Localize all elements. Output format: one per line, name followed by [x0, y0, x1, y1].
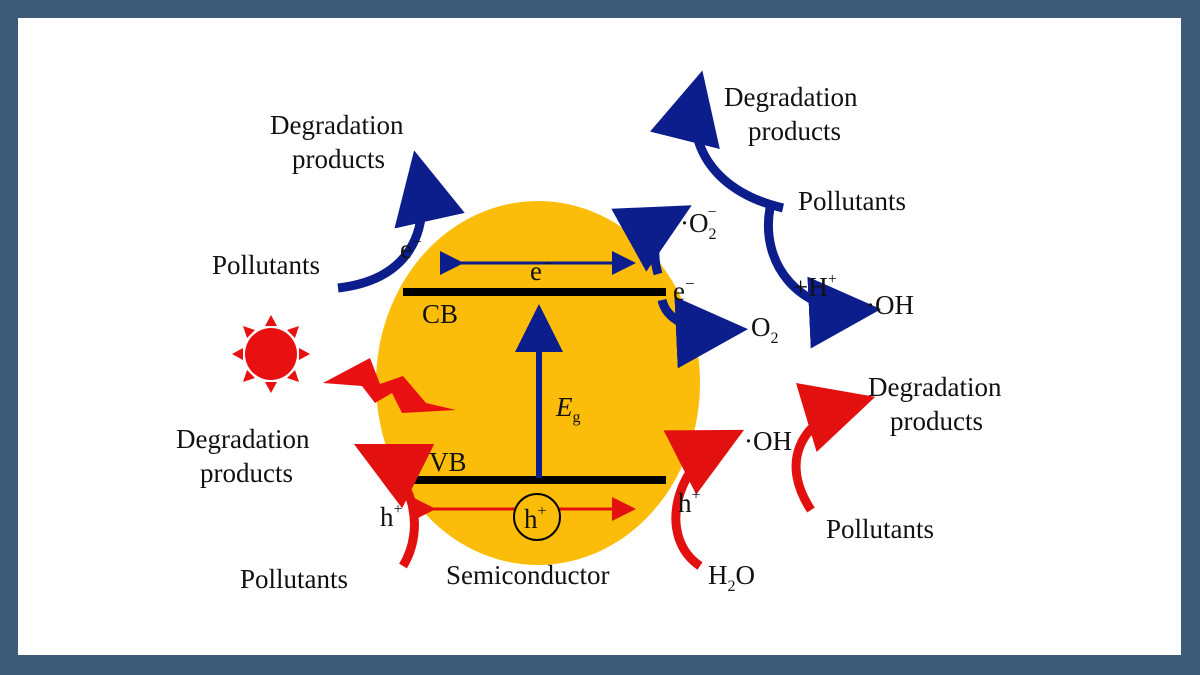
arrow-oh-to-products	[791, 383, 876, 513]
photocatalysis-diagram: e− CB VB Eg h+ Semiconductor Degradation…	[176, 70, 1002, 595]
oxygen-label: O	[751, 312, 771, 342]
svg-text:H2O: H2O	[708, 560, 755, 595]
arrow-superoxide-to-oh	[764, 207, 881, 349]
svg-text:Eg: Eg	[555, 392, 581, 426]
top-left-electron-charge: −	[412, 232, 422, 251]
cb-label: CB	[422, 299, 458, 329]
cb-electron-label: e	[530, 256, 542, 286]
top-right-pollutants: Pollutants	[798, 186, 906, 216]
vb-label: VB	[429, 447, 467, 477]
semiconductor-label: Semiconductor	[446, 560, 609, 590]
arrow-water-to-oh	[663, 429, 745, 570]
bottom-right-products-line1: Degradation	[868, 372, 1002, 402]
top-left-products-line2: products	[292, 144, 385, 174]
top-left-products-line1: Degradation	[270, 110, 404, 140]
vb-hole-charge: +	[538, 503, 547, 520]
svg-text:h+: h+	[678, 487, 701, 518]
bandgap-subscript: g	[573, 409, 581, 426]
bottom-right-hydroxyl: ·OH	[744, 426, 792, 456]
superoxide-charge: −	[708, 204, 717, 221]
bandgap-label: E	[555, 392, 573, 422]
bottom-right-pollutants: Pollutants	[826, 514, 934, 544]
arrow-left-electron-reaction	[337, 150, 465, 293]
svg-text:+H+: +H+	[793, 271, 837, 302]
top-right-products-line1: Degradation	[724, 82, 858, 112]
svg-text:h+: h+	[524, 503, 547, 534]
proton-label: +H	[793, 272, 828, 302]
bottom-right-products-line2: products	[890, 406, 983, 436]
superoxide-prefix: ·O	[680, 208, 709, 238]
water-subscript: 2	[728, 578, 736, 595]
bottom-right-hole: h	[678, 488, 692, 518]
top-right-electron: e	[673, 276, 685, 306]
svg-text:e−: e−	[530, 254, 552, 286]
diagram-panel: e− CB VB Eg h+ Semiconductor Degradation…	[18, 18, 1181, 655]
top-right-hydroxyl: ·OH	[866, 290, 914, 320]
cb-electron-charge: −	[542, 254, 552, 273]
svg-text:h+: h+	[380, 501, 403, 532]
bottom-left-products-line2: products	[200, 458, 293, 488]
arrow-superoxide-to-products	[650, 70, 785, 213]
top-left-pollutants: Pollutants	[212, 250, 320, 280]
arrow-o2-to-superoxide	[611, 205, 692, 276]
top-right-electron-charge: −	[685, 274, 695, 293]
bottom-left-products-line1: Degradation	[176, 424, 310, 454]
svg-text:e−: e−	[673, 274, 695, 306]
svg-text:O2: O2	[751, 312, 779, 347]
top-left-electron: e	[400, 234, 412, 264]
lightning-icon	[323, 358, 456, 413]
bottom-right-hole-charge: +	[692, 487, 701, 504]
oxygen-subscript: 2	[771, 330, 779, 347]
svg-text:·O2−: ·O2 −	[680, 204, 717, 243]
top-right-products-line2: products	[748, 116, 841, 146]
water-label: H	[708, 560, 728, 590]
superoxide-subscript: 2	[709, 226, 717, 243]
proton-charge: +	[828, 271, 837, 288]
arrow-cb-to-o2	[657, 296, 748, 369]
vb-hole-label: h	[524, 504, 538, 534]
bottom-left-hole-charge: +	[394, 501, 403, 518]
bottom-left-hole: h	[380, 502, 394, 532]
sun-icon	[232, 315, 310, 393]
water-suffix: O	[736, 560, 756, 590]
svg-text:e−: e−	[400, 232, 422, 264]
hole-circle	[513, 493, 561, 541]
bottom-left-pollutants: Pollutants	[240, 564, 348, 594]
arrow-left-hole-reaction	[353, 443, 435, 569]
